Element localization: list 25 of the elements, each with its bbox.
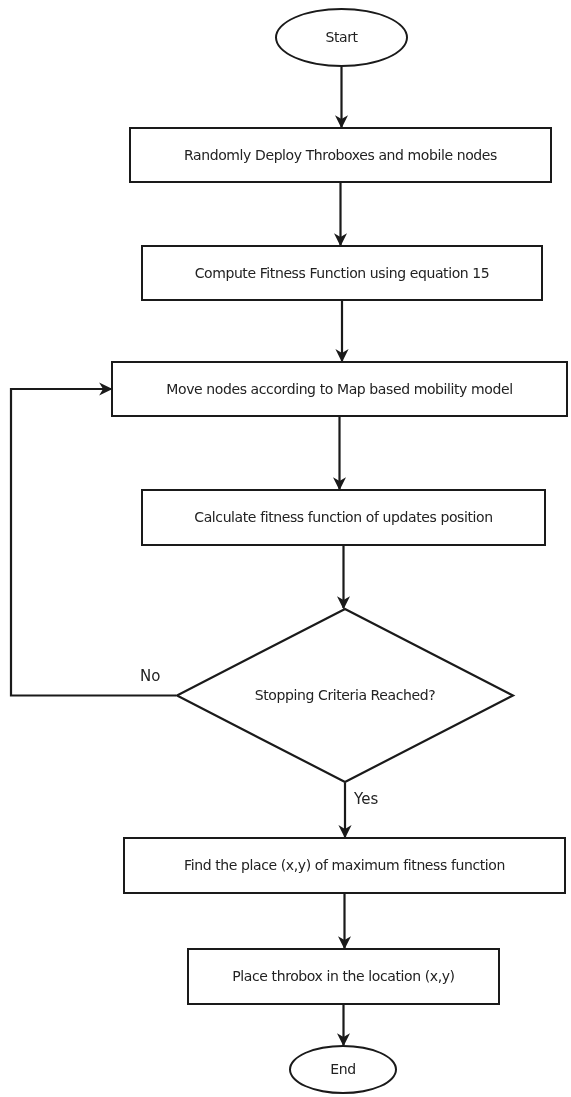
process-box xyxy=(187,948,500,1005)
node-label: Stopping Criteria Reached? xyxy=(253,687,437,704)
arrow xyxy=(337,894,352,950)
node-label: Find the place (x,y) of maximum fitness function xyxy=(183,857,506,874)
arrow xyxy=(333,183,348,247)
arrow xyxy=(338,783,352,839)
decision-diamond xyxy=(176,608,514,783)
arrow xyxy=(335,301,349,363)
process-box xyxy=(111,361,568,417)
arrow xyxy=(336,1005,351,1047)
arrow xyxy=(9,382,176,697)
node-label: Randomly Deploy Throboxes and mobile nodes xyxy=(183,146,498,164)
process-box xyxy=(129,127,552,183)
process-box xyxy=(141,245,543,301)
node-label: Move nodes according to Map based mobility model xyxy=(165,380,514,398)
node-label: Compute Fitness Function using equation 15 xyxy=(193,264,491,282)
node-label: Calculate fitness function of updates position xyxy=(193,509,494,526)
arrow xyxy=(334,67,349,129)
arrow xyxy=(336,546,351,610)
node-label: Place throbox in the location (x,y) xyxy=(231,968,456,985)
node-label: End xyxy=(329,1061,357,1078)
node-label: Start xyxy=(324,29,359,46)
process-box xyxy=(123,837,566,894)
arrow xyxy=(332,417,347,491)
process-box xyxy=(141,489,546,546)
